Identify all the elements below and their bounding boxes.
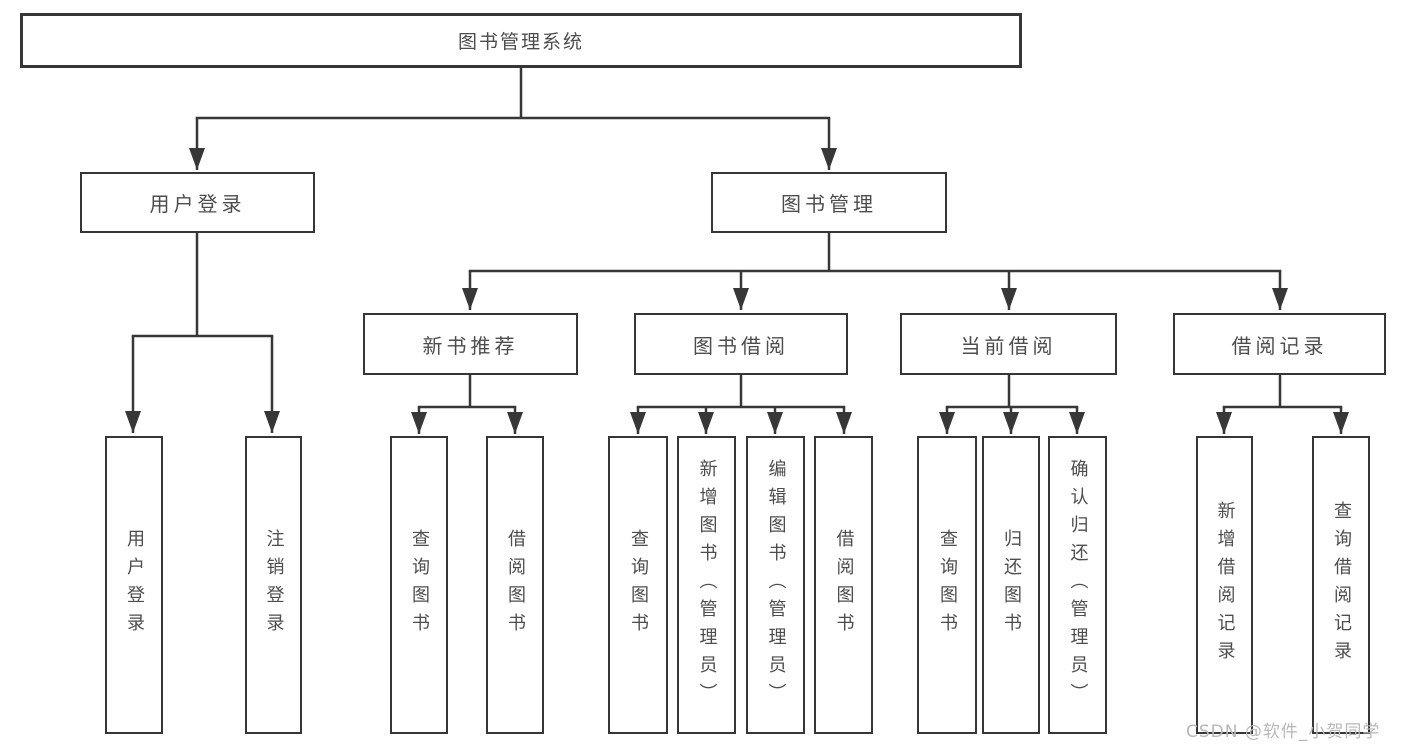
leaf-confirm-return-admin: 确认归还（管理员） [1048, 436, 1107, 734]
leaf-label: 借阅图书 [833, 529, 855, 641]
node-borrow-records: 借阅记录 [1173, 313, 1386, 375]
leaf-query-books-current: 查询图书 [917, 436, 977, 734]
leaf-query-books-borrow: 查询图书 [608, 436, 668, 734]
leaf-label: 注销登录 [263, 529, 285, 641]
leaf-query-borrow-record: 查询借阅记录 [1312, 436, 1370, 734]
leaf-return-book: 归还图书 [982, 436, 1040, 734]
leaf-label: 借阅图书 [505, 529, 526, 641]
leaf-label: 用户登录 [124, 529, 145, 641]
leaf-borrow-book: 借阅图书 [814, 436, 873, 734]
leaf-logout: 注销登录 [245, 436, 302, 734]
node-book-management: 图书管理 [711, 172, 947, 233]
node-root: 图书管理系统 [20, 13, 1022, 68]
watermark: CSDN @软件_小贺同学 [1186, 722, 1381, 742]
leaf-edit-book-admin: 编辑图书（管理员） [746, 436, 805, 734]
leaf-user-login: 用户登录 [105, 436, 163, 734]
leaf-label: 查询图书 [628, 529, 649, 641]
node-user-login-branch: 用户登录 [80, 172, 315, 233]
leaf-query-books-recommend: 查询图书 [390, 436, 448, 734]
leaf-label: 确认归还（管理员） [1067, 459, 1089, 711]
leaf-borrow-books-recommend: 借阅图书 [486, 436, 544, 734]
leaf-label: 新增借阅记录 [1214, 501, 1236, 669]
leaf-label: 归还图书 [1001, 529, 1022, 641]
leaf-label: 查询图书 [409, 529, 430, 641]
leaf-label: 查询图书 [937, 529, 958, 641]
leaf-label: 新增图书（管理员） [696, 459, 718, 711]
leaf-add-borrow-record: 新增借阅记录 [1196, 436, 1253, 734]
leaf-add-book-admin: 新增图书（管理员） [677, 436, 736, 734]
node-current-borrow: 当前借阅 [900, 313, 1117, 375]
node-book-borrow: 图书借阅 [634, 313, 848, 375]
leaf-label: 查询借阅记录 [1331, 501, 1352, 669]
leaf-label: 编辑图书（管理员） [765, 459, 787, 711]
node-new-book-recommend: 新书推荐 [363, 313, 578, 375]
